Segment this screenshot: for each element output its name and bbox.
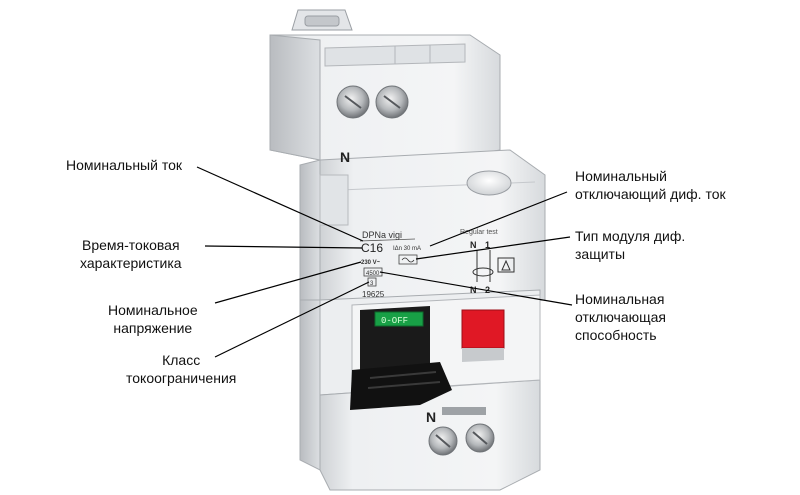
leader-nominal-voltage <box>214 261 362 304</box>
top-terminal-screws <box>336 85 409 119</box>
idn-label: IΔn 30 mA <box>393 246 421 252</box>
voltage-label: 230 V~ <box>361 260 381 266</box>
handle-status: 0-OFF <box>381 316 408 326</box>
wiring-schematic <box>472 250 515 282</box>
schematic-1: 1 <box>485 240 490 250</box>
rating-label: C16 <box>361 241 383 255</box>
leader-rcd-type <box>415 236 571 260</box>
callout-rcd-type: Тип модуля диф. защиты <box>575 228 686 262</box>
leader-time-current <box>204 245 363 249</box>
callout-limiting-class: Класс токоограничения <box>126 352 237 386</box>
test-label: Regular test <box>460 229 498 236</box>
leader-limiting-class <box>214 281 370 358</box>
callout-residual-current: Номинальный отключающий диф. ток <box>575 168 726 202</box>
trip-indicator <box>461 309 505 349</box>
callout-breaking-capacity: Номинальная отключающая способность <box>575 291 666 343</box>
bottom-terminal-screws <box>428 423 495 456</box>
top-terminal-n: N <box>340 149 350 165</box>
callout-nominal-current: Номинальный ток <box>66 157 182 173</box>
leader-residual-current <box>429 191 568 247</box>
leader-breaking-capacity <box>379 271 573 306</box>
bottom-terminal-n: N <box>426 409 436 425</box>
breaking-capacity-label: 4500 <box>366 271 380 277</box>
schematic-n-top: N <box>470 240 477 250</box>
callout-time-current: Время-токовая характеристика <box>80 237 182 271</box>
schematic-n-bottom: N <box>470 285 477 295</box>
operating-handle[interactable] <box>350 306 452 410</box>
off-window <box>374 311 424 327</box>
model-label: DPNa vigi <box>362 230 402 240</box>
leader-lines <box>196 166 573 358</box>
callout-nominal-voltage: Номинальное напряжение <box>108 302 198 336</box>
test-button[interactable] <box>466 170 512 196</box>
leader-nominal-current <box>196 166 364 242</box>
ref-label: 19625 <box>362 290 385 299</box>
class-label: 3 <box>370 281 374 287</box>
